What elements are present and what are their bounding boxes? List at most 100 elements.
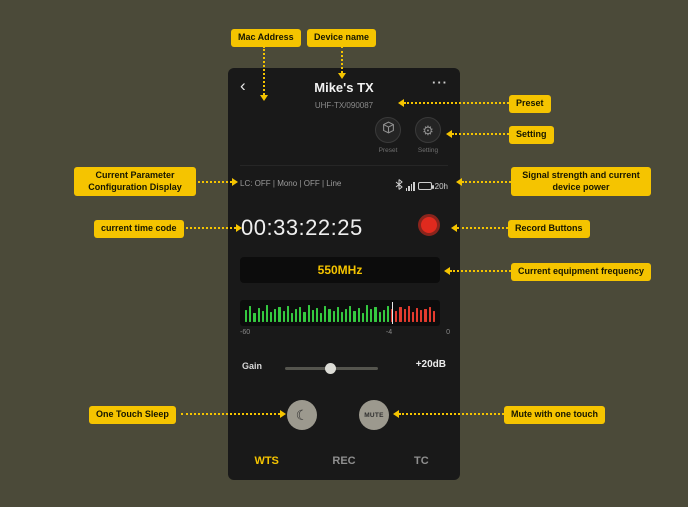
meter-segment [374,306,377,322]
connector-line [450,270,511,272]
meter-segment [349,305,352,322]
gain-handle[interactable] [324,363,336,374]
meter-segment [353,311,356,322]
meter-segment [395,311,398,322]
meter-segment [403,309,406,322]
meter-segment [282,311,285,322]
meter-segment [290,313,294,322]
connector-line [341,46,343,73]
back-button[interactable]: ‹ [240,76,246,95]
meter-segment [336,306,339,322]
connector-line [263,46,265,95]
connector-line [190,181,232,183]
frequency-display[interactable]: 550MHz [240,257,440,283]
tab-bar: WTS REC TC [228,446,460,480]
meter-segment [307,304,310,322]
record-button[interactable] [418,214,440,236]
annotation-frequency: Current equipment frequency [511,263,652,281]
meter-segment [265,304,269,322]
more-menu-button[interactable]: ··· [432,75,448,90]
meter-segment [324,305,327,322]
meter-tick-high: 0 [446,329,450,336]
connector-arrow [398,99,404,107]
meter-segment [245,310,248,322]
annotation-setting: Setting [509,126,554,144]
meter-segment [361,313,364,322]
meter-segment [299,306,302,322]
bluetooth-icon [395,177,403,195]
status-icons: 20h [395,177,448,195]
moon-icon: ☾ [295,407,309,423]
meter-tick-mid: -4 [385,329,393,336]
tab-rec[interactable]: REC [332,455,356,467]
tab-tc[interactable]: TC [413,455,429,467]
meter-segment [286,305,289,322]
connector-line [399,413,504,415]
annotation-signal-power: Signal strength and current device power [511,167,651,197]
annotation-device-name: Device name [307,29,377,47]
meter-segment [270,312,273,322]
meter-segment [295,309,298,322]
meter-segment [432,311,435,322]
meter-segment [315,307,319,322]
gear-icon: ⚙ [422,122,434,138]
gain-value: +20dB [415,359,446,370]
preset-button[interactable] [375,117,401,143]
setting-button[interactable]: ⚙ [415,117,441,143]
meter-segment [370,309,373,322]
annotation-timecode: current time code [94,220,184,238]
meter-segment [257,307,260,322]
phone-screen: ‹ Mike's TX ··· UHF-TX/090087 Preset ⚙ S… [228,68,460,480]
meter-segment [332,311,335,322]
connector-line [404,102,509,104]
annotation-preset: Preset [509,95,551,113]
meter-segment [303,312,306,322]
meter-segment [278,306,281,322]
meter-segment [407,305,410,322]
connector-line [186,227,236,229]
battery-icon [417,182,434,190]
mute-button-label: MUTE [364,411,384,419]
connector-line [452,133,509,135]
sleep-button[interactable]: ☾ [287,400,317,430]
meter-segment [420,310,423,322]
mute-button[interactable]: MUTE [359,400,389,430]
meter-segment [328,309,331,322]
meter-divider [392,302,393,324]
meter-segment [365,304,369,322]
meter-segment [357,307,360,322]
meter-segment [424,308,427,322]
meter-segment [261,311,264,322]
annotation-record: Record Buttons [508,220,590,238]
gain-label: Gain [242,361,263,371]
meter-segment [378,312,381,322]
level-meter-bars [245,304,435,322]
battery-life-text: 20h [434,181,448,191]
preset-label: Preset [378,147,398,154]
param-config-text: LC: OFF | Mono | OFF | Line [240,179,342,188]
meter-segment [416,307,419,322]
meter-segment [320,313,323,322]
annotation-sleep: One Touch Sleep [89,406,176,424]
meter-segment [249,305,252,322]
connector-arrow [232,178,238,186]
connector-line [457,227,508,229]
setting-label: Setting [417,147,439,154]
connector-arrow [236,224,242,232]
section-divider [240,165,448,166]
meter-tick-low: -60 [240,329,251,336]
meter-segment [382,310,385,322]
connector-arrow [260,95,268,101]
meter-segment [399,306,402,322]
connector-arrow [280,410,286,418]
annotation-param-config: Current Parameter Configuration Display [74,167,196,197]
tab-wts[interactable]: WTS [254,455,279,467]
meter-segment [340,312,344,322]
connector-arrow [338,73,346,79]
annotation-mac-address: Mac Address [231,29,301,47]
box-icon [382,121,395,139]
annotation-mute: Mute with one touch [504,406,605,424]
gain-slider[interactable] [285,363,378,374]
meter-segment [345,308,348,322]
meter-segment [253,313,256,322]
